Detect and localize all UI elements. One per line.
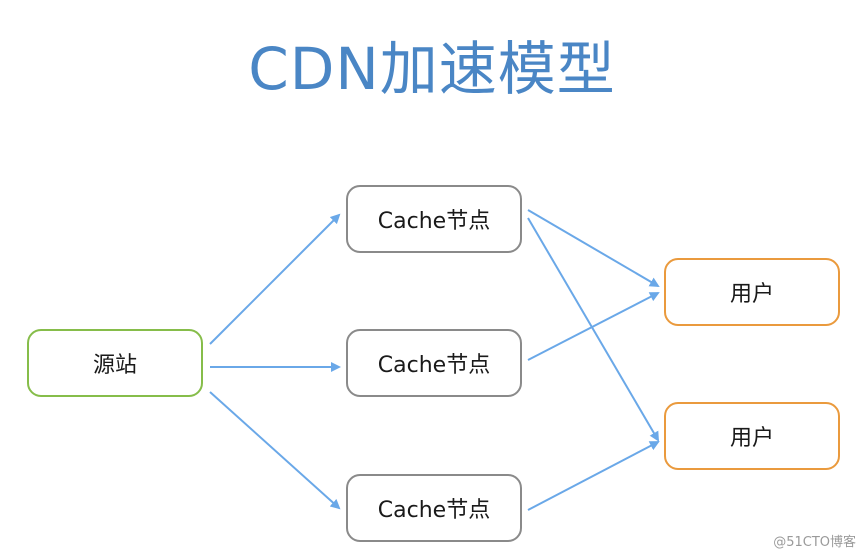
arrow-source-to-cache-top [209, 213, 341, 345]
user-node-bottom: 用户 [664, 402, 840, 470]
cache-node-top: Cache节点 [346, 185, 522, 253]
arrow-cache-middle-to-user-top [527, 292, 660, 361]
source-node-label: 源站 [92, 353, 137, 378]
cache-node-label: Cache节点 [377, 353, 491, 378]
cache-node-middle: Cache节点 [346, 329, 522, 397]
cache-node-label: Cache节点 [377, 498, 491, 523]
user-node-label: 用户 [729, 426, 774, 451]
user-node-label: 用户 [729, 282, 774, 307]
user-node-top: 用户 [664, 258, 840, 326]
source-node: 源站 [27, 329, 203, 397]
cache-node-bottom: Cache节点 [346, 474, 522, 542]
diagram-title: CDN加速模型 [248, 35, 616, 103]
arrow-source-to-cache-bottom [209, 391, 341, 510]
arrow-cache-top-to-user-bottom [527, 217, 660, 442]
cache-node-label: Cache节点 [377, 209, 491, 234]
watermark: @51CTO博客 [773, 535, 856, 550]
arrow-cache-bottom-to-user-bottom [527, 441, 660, 511]
arrow-cache-top-to-user-top [527, 209, 660, 288]
